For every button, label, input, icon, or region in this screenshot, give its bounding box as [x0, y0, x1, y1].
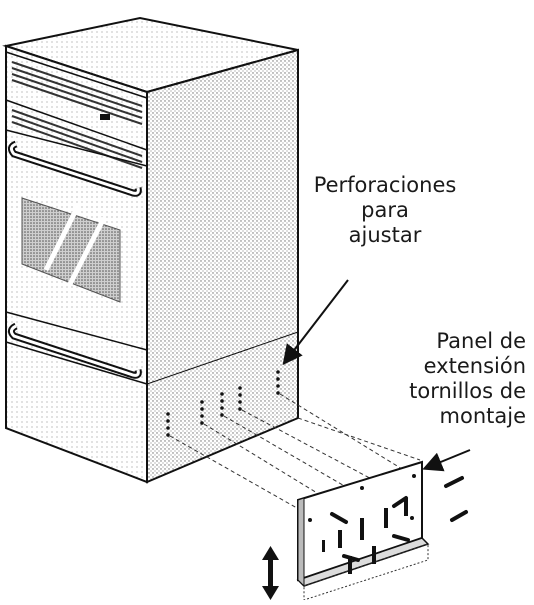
perforations-line-1: Perforaciones — [313, 173, 457, 197]
panel-leader-arrow — [422, 449, 471, 472]
panel-line-1: Panel de — [436, 329, 526, 353]
perforations-line-3: ajustar — [348, 223, 422, 247]
vertical-adjust-arrow-icon — [262, 546, 279, 600]
panel-line-4: montaje — [439, 404, 526, 428]
extension-panel — [296, 460, 430, 601]
control-panel — [5, 51, 148, 169]
side-perforations — [166, 370, 280, 437]
perforations-leader-arrow — [282, 279, 349, 366]
perforations-line-2: para — [361, 198, 409, 222]
panel-line-3: tornillos de — [409, 379, 526, 403]
extension-panel-callout-label: Panel de extensión tornillos de montaje — [320, 329, 526, 429]
upper-door-window — [21, 197, 121, 303]
perforations-callout-label: Perforaciones para ajustar — [290, 173, 480, 248]
oven-side-face — [146, 48, 299, 484]
panel-line-2: extensión — [423, 354, 526, 378]
mounting-screws — [330, 476, 468, 562]
display-icon — [100, 114, 110, 120]
